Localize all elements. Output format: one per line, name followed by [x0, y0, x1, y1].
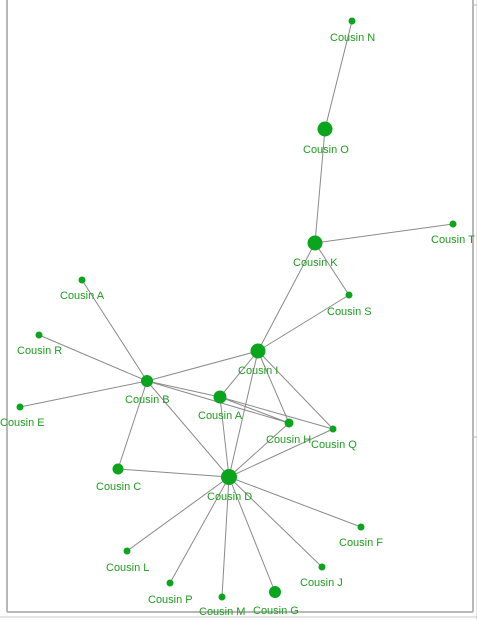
edge-b-i [146, 350, 259, 382]
node-label-k: Cousin K [293, 257, 338, 269]
edge-r-b [38, 334, 148, 382]
edge-d-f [228, 476, 362, 528]
node-label-c: Cousin C [96, 481, 141, 493]
node-q[interactable] [329, 425, 337, 433]
node-label-o: Cousin O [303, 144, 349, 156]
node-l[interactable] [123, 547, 131, 555]
edge-n-o [324, 20, 353, 130]
edge-k-i [257, 242, 316, 352]
node-m[interactable] [218, 593, 226, 601]
edge-d-g [228, 476, 276, 593]
edge-i-h [257, 350, 290, 424]
node-n[interactable] [348, 17, 356, 25]
edge-d-p [169, 476, 230, 584]
edge-k-t [314, 223, 454, 244]
edge-h-d [228, 422, 290, 478]
edge-i-q [257, 350, 334, 430]
node-o[interactable] [317, 121, 333, 137]
node-s[interactable] [345, 291, 353, 299]
node-e[interactable] [16, 403, 24, 411]
node-g[interactable] [269, 586, 281, 598]
node-label-i: Cousin I [238, 365, 278, 377]
node-label-f: Cousin F [339, 537, 383, 549]
node-label-j: Cousin J [300, 577, 343, 589]
node-i[interactable] [250, 343, 266, 359]
node-label-a1: Cousin A [60, 290, 105, 302]
edge-b-d [146, 380, 230, 478]
edge-a2-h [219, 396, 290, 424]
node-label-s: Cousin S [327, 306, 372, 318]
node-label-n: Cousin N [330, 32, 375, 44]
node-label-b: Cousin B [125, 394, 170, 406]
node-label-p: Cousin P [148, 594, 193, 606]
node-label-g: Cousin G [253, 605, 299, 617]
node-d[interactable] [221, 469, 237, 485]
node-label-q: Cousin Q [311, 439, 357, 451]
edge-a2-q [219, 396, 334, 430]
node-r[interactable] [35, 331, 43, 339]
node-t[interactable] [449, 220, 457, 228]
node-label-r: Cousin R [17, 345, 62, 357]
edge-c-d [117, 468, 230, 478]
edge-o-k [314, 128, 326, 244]
edge-d-m [221, 476, 230, 598]
node-c[interactable] [112, 463, 124, 475]
edges-layer [19, 20, 454, 598]
node-label-e: Cousin E [0, 417, 45, 429]
node-label-t: Cousin T [431, 234, 475, 246]
edge-a1-b [81, 279, 148, 382]
edge-k-s [314, 242, 350, 296]
node-label-h: Cousin H [266, 434, 311, 446]
edge-s-i [257, 294, 350, 352]
edge-q-d [228, 428, 334, 478]
node-label-l: Cousin L [106, 562, 149, 574]
edge-d-l [126, 476, 230, 552]
node-p[interactable] [166, 579, 174, 587]
nodes-layer [16, 17, 457, 601]
node-label-d: Cousin D [207, 491, 252, 503]
node-a2[interactable] [213, 390, 227, 404]
edge-b-c [117, 380, 148, 470]
node-k[interactable] [307, 235, 323, 251]
node-b[interactable] [141, 375, 153, 387]
edge-b-a2 [146, 380, 221, 398]
node-label-m: Cousin M [199, 606, 245, 618]
edge-i-d [228, 350, 259, 478]
edge-a2-d [219, 396, 230, 478]
node-f[interactable] [357, 523, 365, 531]
edge-i-a2 [219, 350, 259, 398]
edge-e-b [19, 380, 148, 408]
node-h[interactable] [284, 418, 294, 428]
labels-layer: Cousin N Cousin O Cousin T Cousin K Cousin S… [0, 32, 475, 618]
node-a1[interactable] [78, 276, 86, 284]
node-label-a2: Cousin A [198, 410, 243, 422]
edge-d-j [228, 476, 323, 568]
node-j[interactable] [318, 563, 326, 571]
